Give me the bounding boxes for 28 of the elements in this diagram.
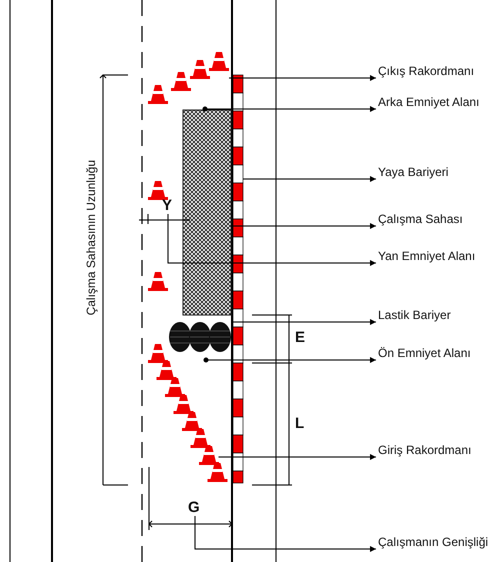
callout-text: Yaya Bariyeri xyxy=(378,165,448,179)
leader-line xyxy=(218,454,376,460)
traffic-cones-drawing xyxy=(148,344,228,482)
work-area xyxy=(182,110,232,316)
leader-line xyxy=(202,106,376,112)
tire-barrier-drawing xyxy=(169,322,231,352)
pedestrian-barrier xyxy=(232,74,244,484)
callout-text: Arka Emniyet Alanı xyxy=(378,95,480,109)
callout-text: Çıkış Rakordmanı xyxy=(378,64,474,78)
dimension-label: E xyxy=(295,330,306,346)
dimension-label: L xyxy=(295,416,304,432)
leader-line xyxy=(168,214,376,266)
callout-text: Yan Emniyet Alanı xyxy=(378,249,476,263)
callout-text: Ön Emniyet Alanı xyxy=(378,346,471,360)
leader-line xyxy=(204,357,376,363)
dimension-label: Y xyxy=(162,198,172,214)
traffic-cones-drawing xyxy=(148,52,229,104)
leader-line xyxy=(228,75,376,81)
leader-line xyxy=(242,176,376,182)
dimension-label: G xyxy=(188,500,200,516)
leader-line xyxy=(230,223,376,229)
leader-line xyxy=(194,516,376,552)
callout-text: Çalışma Sahası xyxy=(378,212,463,226)
callout-text: Lastik Bariyer xyxy=(378,308,451,322)
dimension-text: Çalışma Sahasının Uzunluğu xyxy=(84,160,98,316)
leader-line xyxy=(230,319,376,325)
callout-text: Giriş Rakordmanı xyxy=(378,443,472,457)
callout-text: Çalışmanın Genişliği xyxy=(378,535,488,549)
